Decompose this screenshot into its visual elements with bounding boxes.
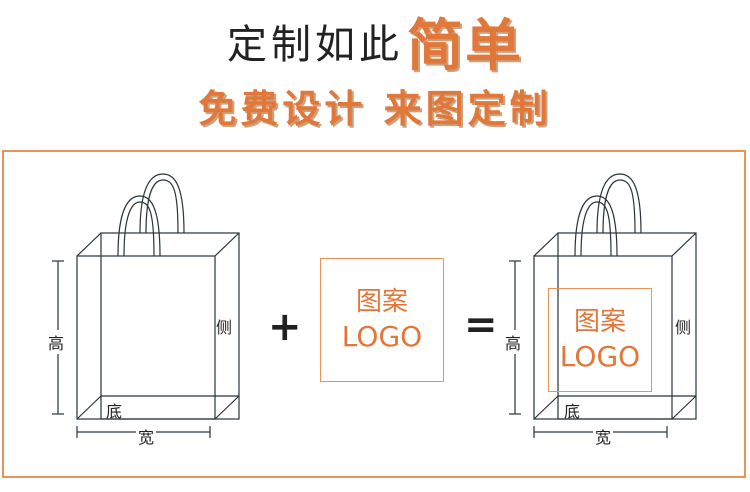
subheadline: 免费设计 来图定制 [198, 87, 552, 131]
right-height-label: 高 [505, 330, 522, 354]
right-width-label: 宽 [593, 424, 614, 448]
bag-logo-logo-text: LOGO [559, 340, 641, 373]
right-bottom-label: 底 [564, 402, 581, 421]
headline-text: 定制如此 [227, 22, 403, 68]
bag-printed-logo: 图案 LOGO [548, 288, 652, 392]
left-width-label: 宽 [136, 424, 157, 448]
diagram-frame [2, 150, 746, 478]
left-bag-drawing [52, 173, 240, 438]
left-side-label: 侧 [216, 318, 233, 337]
headline: 定制如此 简单 [0, 6, 750, 79]
headline-emphasis: 简单 [407, 13, 523, 79]
bag-logo-pattern-text: 图案 [573, 307, 626, 337]
plus-sign: + [268, 304, 302, 350]
left-bottom-label: 底 [106, 402, 123, 421]
right-side-label: 侧 [675, 318, 692, 337]
right-bag-drawing [509, 173, 697, 438]
logo-card-pattern-text: 图案 [355, 287, 408, 317]
logo-card-logo-text: LOGO [341, 320, 423, 353]
logo-card: 图案 LOGO [320, 258, 444, 382]
equals-sign: = [464, 302, 498, 348]
left-height-label: 高 [48, 330, 65, 354]
